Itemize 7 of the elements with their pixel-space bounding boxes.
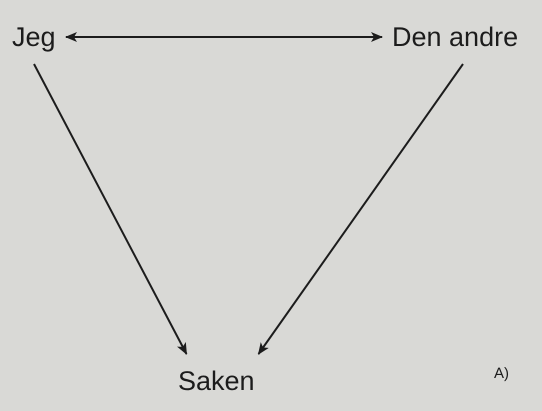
node-label: Saken: [178, 364, 255, 398]
panel-letter: A): [494, 365, 509, 382]
node-label: Den andre: [392, 20, 518, 54]
node-label: Jeg: [12, 20, 56, 54]
arrow: [33, 64, 188, 355]
arrow: [258, 63, 464, 355]
arrow: [65, 32, 383, 42]
